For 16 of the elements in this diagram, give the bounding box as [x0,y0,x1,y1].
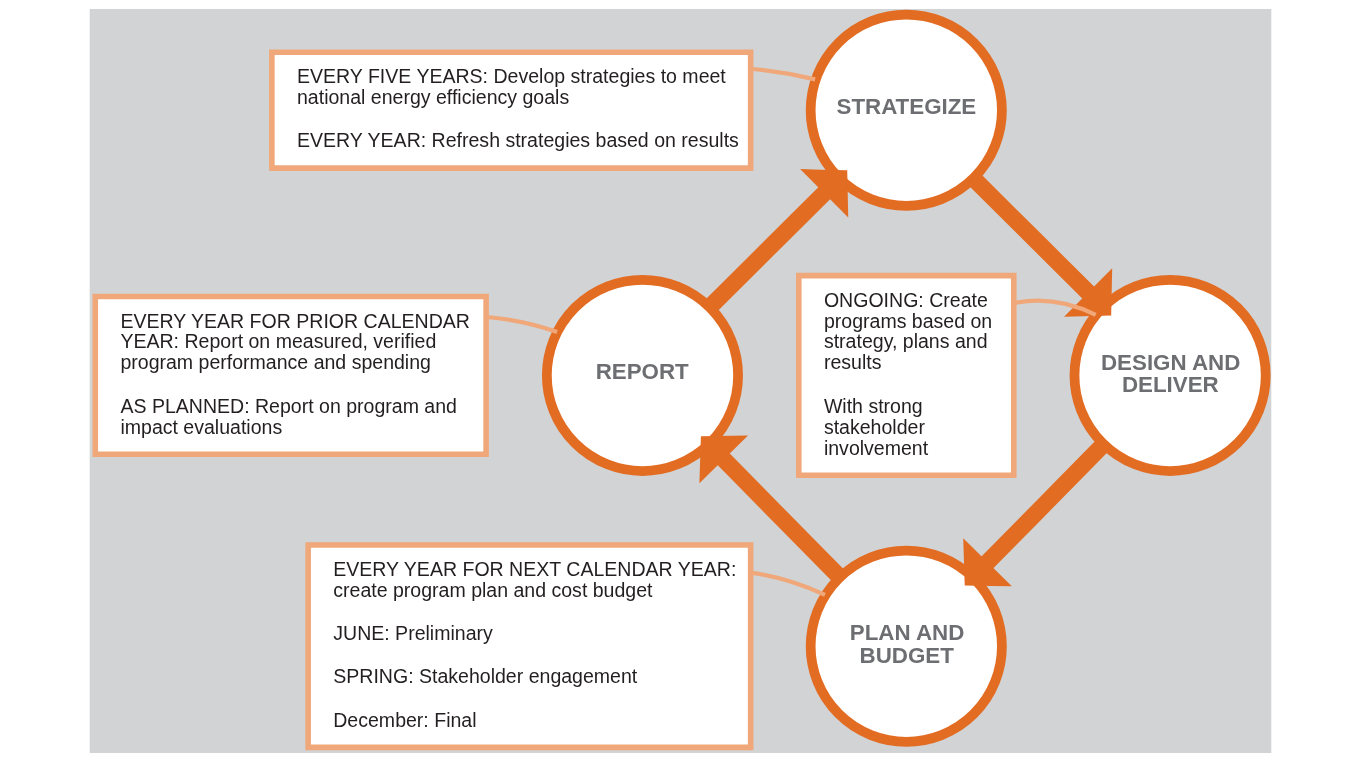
node-circle: DESIGN AND DELIVER [1069,274,1271,476]
node-box: EVERY YEAR FOR PRIOR CALENDAR YEAR: Report on measured, verified program performance and spending AS PLANNED: Report on program and impact evaluations [92,293,489,457]
node-circle: REPORT [541,274,743,476]
node-box: EVERY YEAR FOR NEXT CALENDAR YEAR: create program plan and cost budget JUNE: Preliminary SPRING: Stakeholder engagement December: Final [304,541,753,750]
node-box: ONGOING: Create programs based on strategy, plans and results With strong stakeholder involvement [795,272,1017,478]
node-circle: STRATEGIZE [805,9,1007,211]
arrow [703,168,848,313]
arrow [967,172,1112,317]
node-box: EVERY FIVE YEARS: Develop strategies to meet national energy efficiency goals EVERY YEAR: Refresh strategies based on results [268,49,753,171]
connector [750,570,826,597]
arrow [698,434,846,583]
node-circle: PLAN AND BUDGET [805,545,1007,747]
connector [1013,298,1097,317]
arrow [962,438,1109,586]
connector [750,66,816,81]
connector [485,314,558,334]
